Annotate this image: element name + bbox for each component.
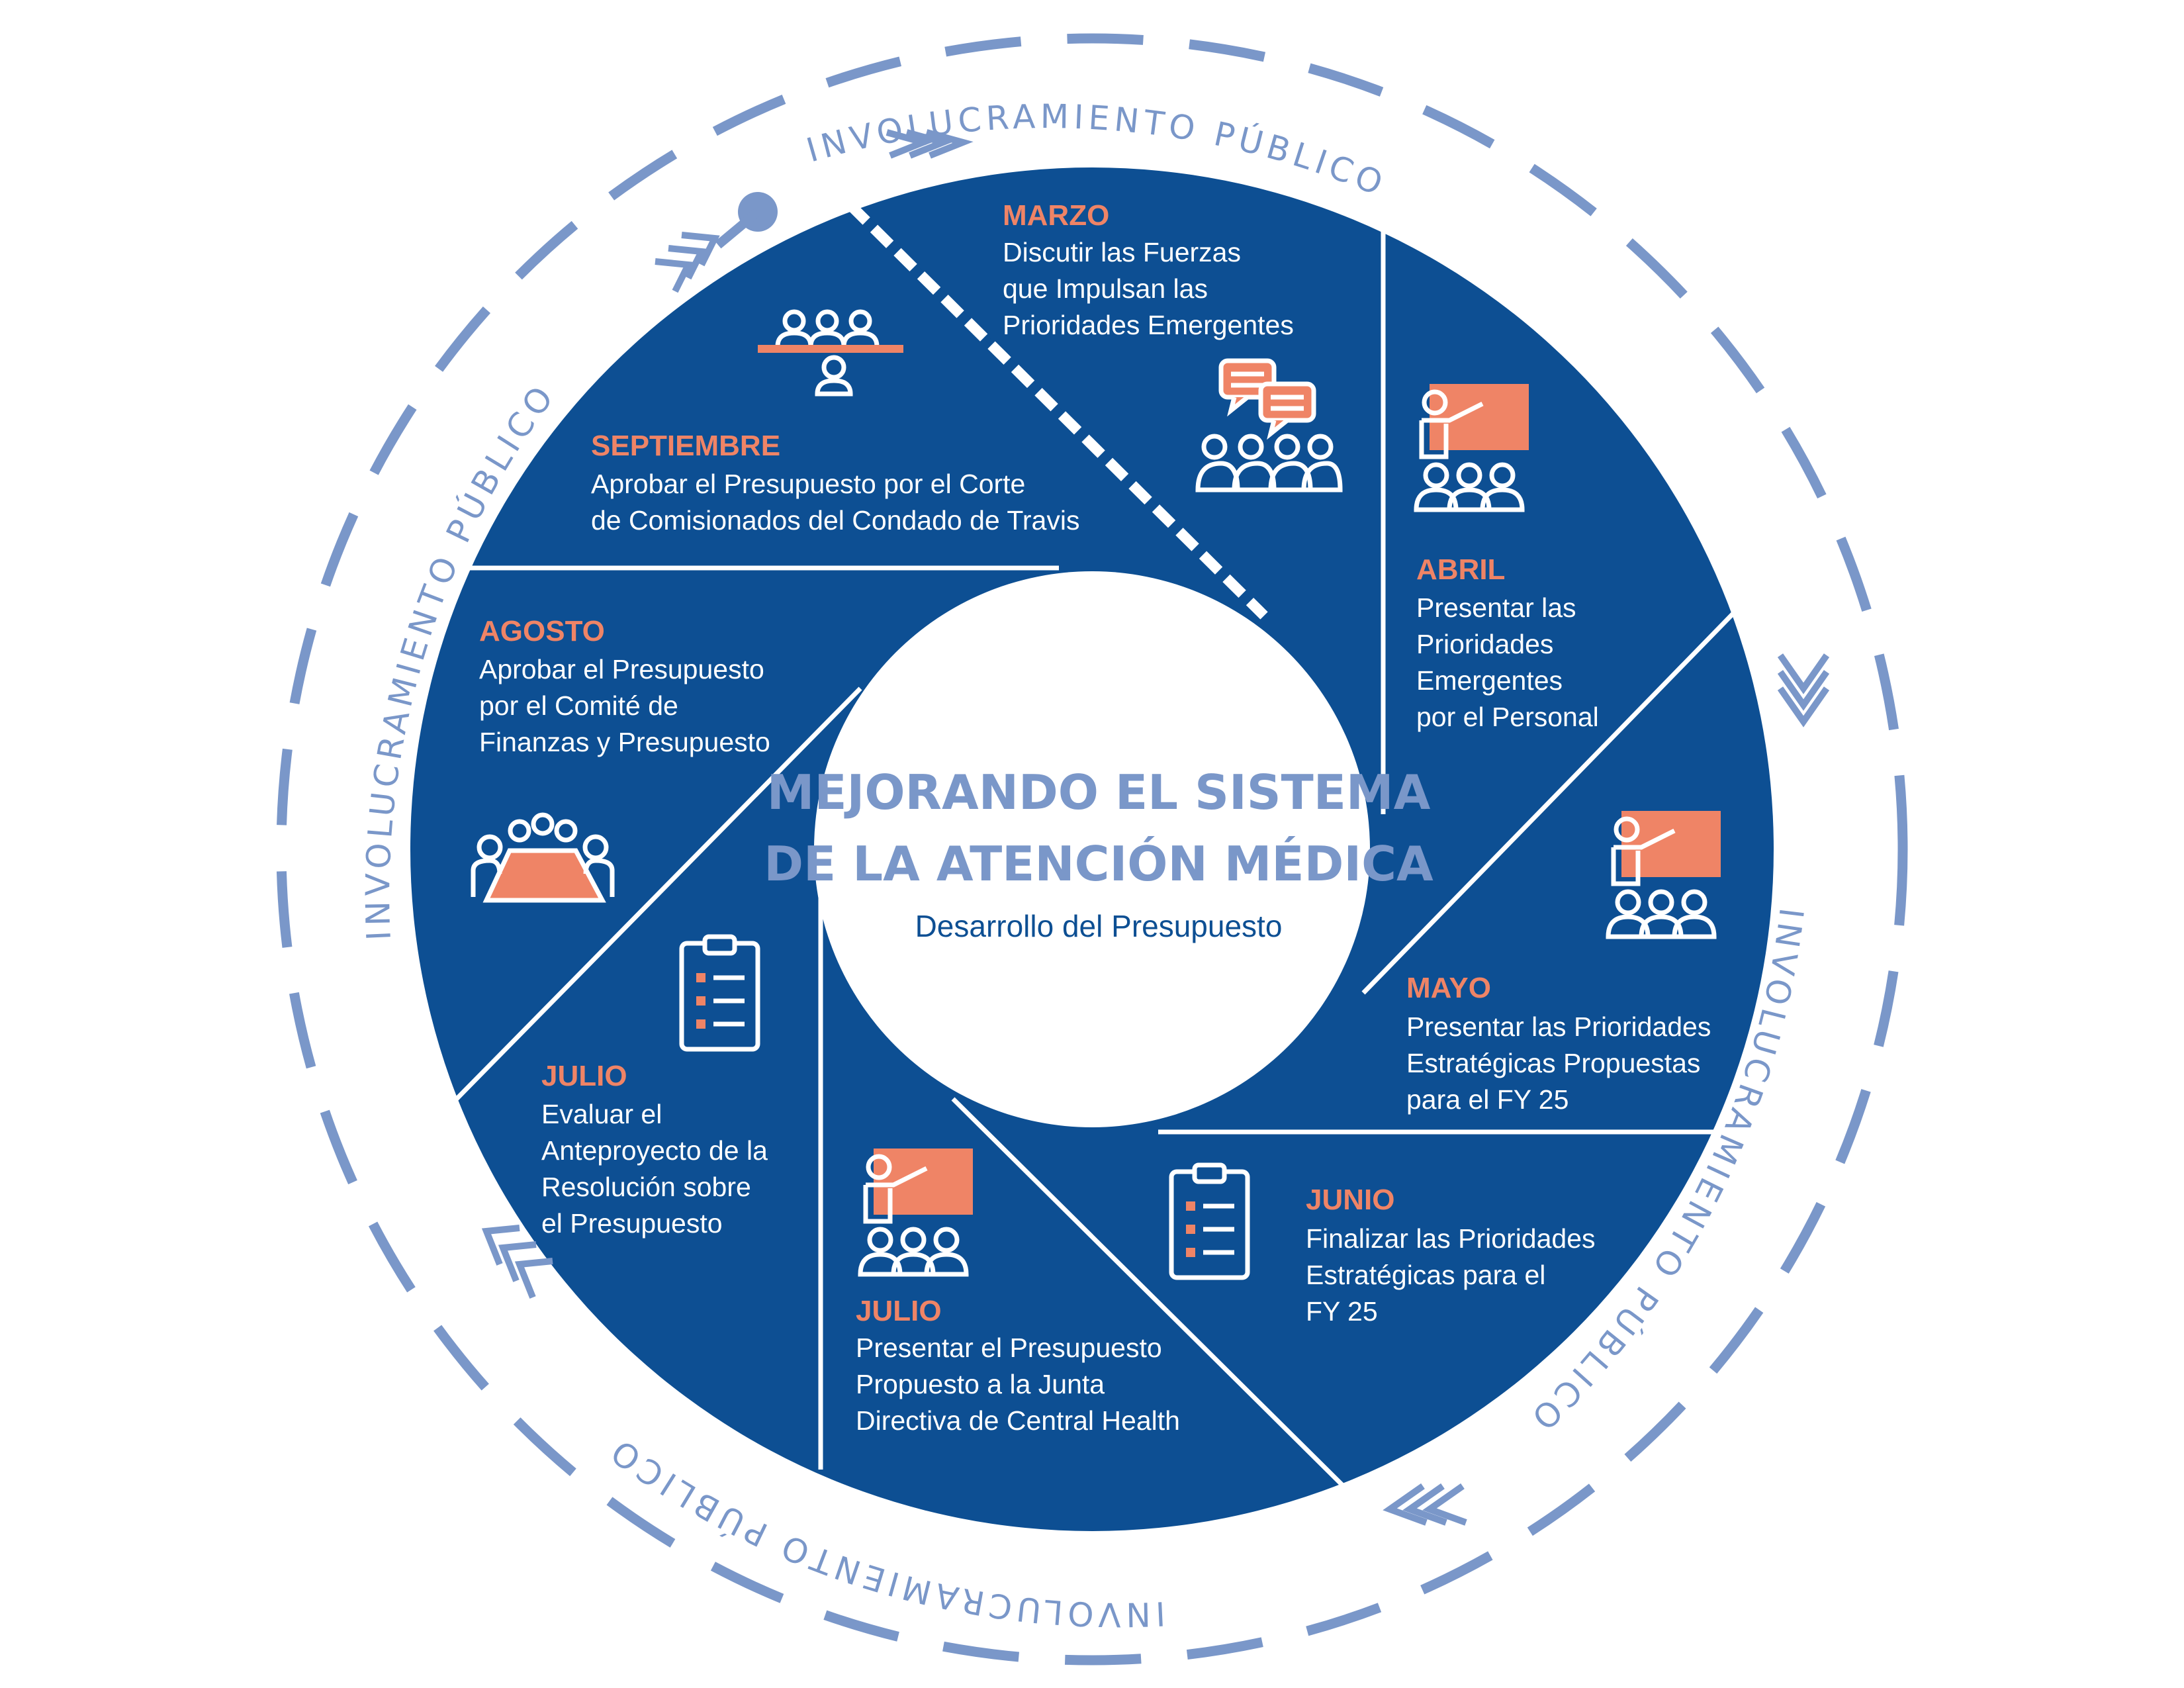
step-line: Emergentes [1416,665,1563,696]
presenter-icon [858,1149,973,1277]
step-line: Discutir las Fuerzas [1003,237,1241,267]
center-title-line2: DE LA ATENCIÓN MÉDICA [764,836,1433,892]
step-julio-evaluar: JULIO Evaluar el Anteproyecto de la Reso… [541,1060,768,1239]
panel-hearing-icon [758,309,903,397]
center-hub [814,571,1370,1127]
step-month: JULIO [856,1295,942,1327]
checklist-icon [1169,1162,1250,1280]
step-line: Propuesto a la Junta [856,1369,1105,1399]
step-line: por el Comité de [479,690,678,721]
step-line: que Impulsan las [1003,273,1208,304]
step-septiembre: SEPTIEMBRE Aprobar el Presupuesto por el… [591,430,1079,536]
step-julio-presentar: JULIO Presentar el Presupuesto Propuesto… [856,1295,1180,1436]
step-month: MARZO [1003,199,1109,232]
dashed-divider [846,201,1268,620]
step-marzo: MARZO Discutir las Fuerzas que Impulsan … [1003,199,1294,340]
start-dot-stem [715,208,761,249]
step-mayo: MAYO Presentar las Prioridades Estratégi… [1406,972,1711,1115]
step-line: Directiva de Central Health [856,1405,1180,1436]
ring-arrow-upper-left-icon [655,232,720,293]
ring-arrow-right-icon [1777,653,1830,727]
step-line: Estratégicas para el [1306,1260,1545,1290]
step-month: JULIO [541,1060,627,1092]
step-month: ABRIL [1416,553,1505,586]
ring-arrow-bottom-left-icon [481,1225,553,1299]
step-line: FY 25 [1306,1296,1378,1327]
step-line: Aprobar el Presupuesto [479,654,764,684]
step-line: el Presupuesto [541,1208,723,1239]
outer-dashed-ring [276,33,1908,1665]
step-line: por el Personal [1416,702,1599,732]
step-line: Presentar las [1416,592,1576,623]
center-title-line1: MEJORANDO EL SISTEMA [767,765,1431,820]
step-line: Prioridades Emergentes [1003,310,1294,340]
step-line: de Comisionados del Condado de Travis [591,505,1079,536]
step-line: Aprobar el Presupuesto por el Corte [591,469,1025,499]
step-line: Finalizar las Prioridades [1306,1223,1596,1254]
step-line: para el FY 25 [1406,1084,1569,1115]
step-line: Resolución sobre [541,1172,751,1202]
ring-arrow-top-icon [886,129,974,159]
step-month: JUNIO [1306,1184,1394,1216]
presenter-icon [1414,384,1529,512]
step-line: Presentar las Prioridades [1406,1011,1711,1042]
step-line: Estratégicas Propuestas [1406,1048,1700,1078]
meeting-table-icon [471,812,615,903]
step-month: MAYO [1406,972,1491,1004]
step-month: AGOSTO [479,615,605,647]
ring-arrow-bottom-right-icon [1383,1483,1467,1526]
discussion-group-icon [1195,358,1343,492]
step-line: Finanzas y Presupuesto [479,727,770,757]
presenter-icon [1606,811,1721,939]
checklist-icon [679,934,760,1052]
step-line: Anteproyecto de la [541,1135,768,1166]
step-junio: JUNIO Finalizar las Prioridades Estratég… [1306,1184,1596,1327]
step-abril: ABRIL Presentar las Prioridades Emergent… [1416,553,1599,732]
step-line: Evaluar el [541,1099,662,1129]
step-line: Presentar el Presupuesto [856,1333,1162,1363]
step-month: SEPTIEMBRE [591,430,780,462]
center-subtitle: Desarrollo del Presupuesto [915,909,1283,943]
step-agosto: AGOSTO Aprobar el Presupuesto por el Com… [479,615,770,757]
step-line: Prioridades [1416,629,1553,659]
